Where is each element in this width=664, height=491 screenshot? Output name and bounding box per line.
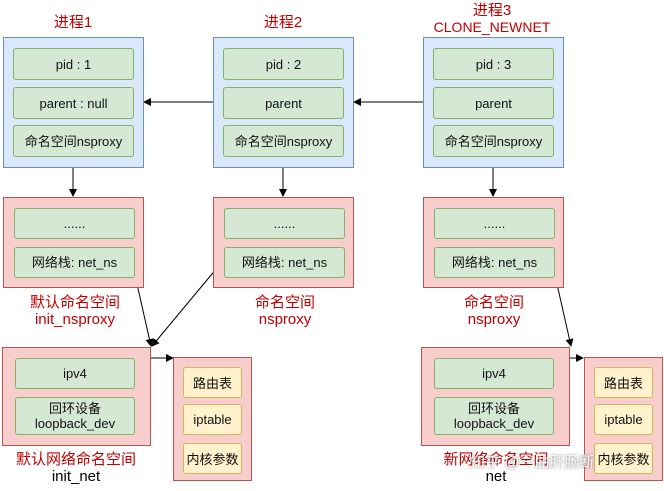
process-3-nsproxy: 命名空间nsproxy	[433, 125, 554, 157]
process-2-parent: parent	[223, 87, 344, 119]
net-namespace-1-loopback-cn: 回环设备	[48, 401, 101, 416]
process-1-pid: pid : 1	[13, 48, 134, 80]
process-3-name: 进程3	[472, 2, 512, 19]
namespace-2-label: 命名空间 nsproxy	[210, 294, 360, 328]
arrow-ns2-to-net1	[151, 261, 223, 347]
process-1-nsproxy: 命名空间nsproxy	[13, 125, 134, 157]
ipv4-table-2-route: 路由表	[594, 367, 653, 398]
net-namespace-1-label: 默认网络命名空间 init_net	[0, 451, 152, 485]
namespace-2-netns: 网络栈: net_ns	[224, 247, 345, 278]
process-1-title: 进程1	[53, 14, 93, 31]
ipv4-table-1-params: 内核参数	[183, 443, 242, 474]
namespace-2-dots: ......	[224, 208, 345, 239]
ipv4-table-1-iptable: iptable	[183, 404, 242, 435]
net-namespace-1-label-line2: init_net	[51, 468, 101, 485]
net-namespace-1-loopback-en: loopback_dev	[34, 416, 116, 431]
namespace-1-label: 默认命名空间 init_nsproxy	[0, 294, 150, 328]
process-3-title: 进程3 CLONE_NEWNET	[410, 2, 574, 36]
process-2-nsproxy: 命名空间nsproxy	[223, 125, 344, 157]
namespace-1-netns: 网络栈: net_ns	[14, 247, 135, 278]
net-namespace-2-loopback: 回环设备 loopback_dev	[434, 397, 554, 435]
ipv4-table-2-iptable: iptable	[594, 404, 653, 435]
namespace-1-panel: ...... 网络栈: net_ns	[3, 197, 144, 288]
process-3-panel: pid : 3 parent 命名空间nsproxy	[423, 37, 564, 168]
process-1-panel: pid : 1 parent : null 命名空间nsproxy	[3, 37, 144, 168]
namespace-2-panel: ...... 网络栈: net_ns	[213, 197, 354, 288]
net-namespace-2-panel: ipv4 回环设备 loopback_dev	[421, 347, 570, 446]
namespace-3-label: 命名空间 nsproxy	[419, 294, 569, 328]
namespace-2-label-line1: 命名空间	[254, 294, 315, 311]
namespace-3-panel: ...... 网络栈: net_ns	[423, 197, 564, 288]
process-3-flag: CLONE_NEWNET	[433, 19, 551, 35]
net-namespace-1-loopback: 回环设备 loopback_dev	[15, 397, 135, 435]
namespace-1-label-line2: init_nsproxy	[34, 311, 116, 328]
ipv4-table-1-route: 路由表	[183, 367, 242, 398]
net-namespace-2-loopback-en: loopback_dev	[453, 416, 535, 431]
namespace-1-label-line1: 默认命名空间	[29, 294, 120, 311]
net-namespace-2-ipv4: ipv4	[434, 358, 554, 389]
net-namespace-2-label: 新网络命名空间 net	[420, 451, 572, 485]
namespace-2-label-line2: nsproxy	[258, 311, 312, 328]
net-namespace-1-label-line1: 默认网络命名空间	[15, 451, 136, 468]
process-2-pid: pid : 2	[223, 48, 344, 80]
namespace-1-dots: ......	[14, 208, 135, 239]
process-3-pid: pid : 3	[433, 48, 554, 80]
namespace-3-label-line2: nsproxy	[467, 311, 521, 328]
namespace-3-label-line1: 命名空间	[463, 294, 524, 311]
ipv4-table-1-panel: 路由表 iptable 内核参数	[173, 357, 252, 481]
net-namespace-2-label-line2: net	[485, 468, 507, 485]
process-2-panel: pid : 2 parent 命名空间nsproxy	[213, 37, 354, 168]
process-3-parent: parent	[433, 87, 554, 119]
process-2-title: 进程2	[263, 14, 303, 31]
watermark: 知乎 @一曲肝肠断	[470, 454, 595, 471]
ipv4-table-2-panel: 路由表 iptable 内核参数	[584, 357, 663, 481]
process-1-parent: parent : null	[13, 87, 134, 119]
net-namespace-2-label-line1: 新网络命名空间	[443, 451, 549, 468]
net-namespace-1-panel: ipv4 回环设备 loopback_dev	[2, 347, 151, 446]
net-namespace-2-loopback-cn: 回环设备	[467, 401, 520, 416]
namespace-3-dots: ......	[434, 208, 555, 239]
namespace-3-netns: 网络栈: net_ns	[434, 247, 555, 278]
ipv4-table-2-params: 内核参数	[594, 443, 653, 474]
net-namespace-1-ipv4: ipv4	[15, 358, 135, 389]
